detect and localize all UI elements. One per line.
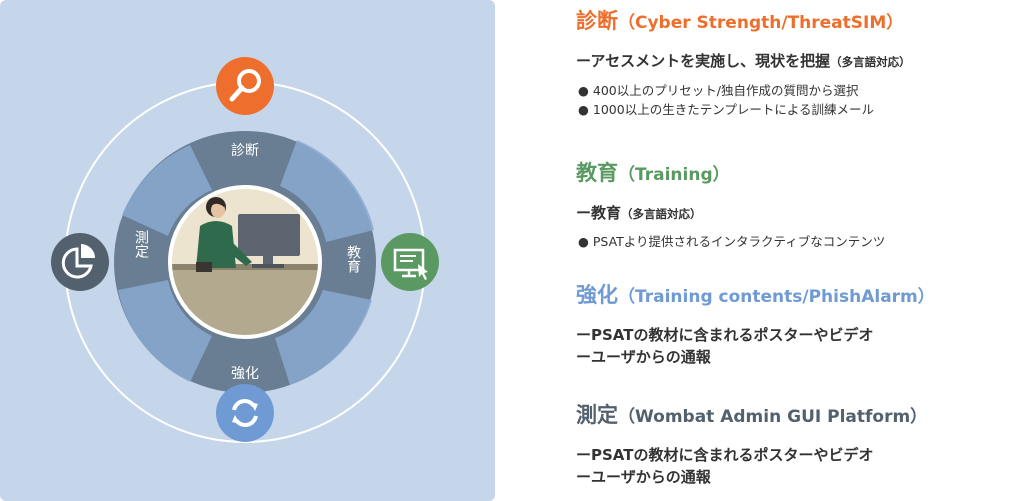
section-reinforcement-subtitle: （Training contents/PhishAlarm） (618, 287, 935, 307)
section-measurement-title: 測定 (576, 403, 618, 427)
cycle-arrow-bottom-left (118, 280, 212, 382)
section-education-subtitle: （Training） (618, 165, 730, 185)
section-education-title: 教育 (576, 161, 618, 185)
monitor-click-icon (381, 233, 439, 291)
section-reinforcement-heading: 強化（Training contents/PhishAlarm） (576, 282, 935, 310)
section-diagnosis-heading: 診断（Cyber Strength/ThreatSIM） (576, 8, 911, 36)
cycle-ring (114, 131, 376, 393)
section-reinforcement: 強化（Training contents/PhishAlarm） ーPSATの教… (576, 282, 935, 368)
section-education-lead-note: （多言語対応） (621, 207, 702, 221)
section-diagnosis-lead-note: （多言語対応） (830, 55, 911, 69)
ring-label-right: 教育 (345, 245, 361, 273)
cycle-arrow-bottom-right (275, 290, 372, 385)
ring-label-left: 測定 (133, 230, 149, 259)
magnifier-icon (216, 57, 274, 115)
section-education: 教育（Training） ー教育（多言語対応） ● PSATより提供されるインタ… (576, 160, 885, 251)
section-diagnosis: 診断（Cyber Strength/ThreatSIM） ーアセスメントを実施し… (576, 8, 911, 119)
section-measurement-subtitle: （Wombat Admin GUI Platform） (618, 407, 928, 427)
section-diagnosis-lead-text: ーアセスメントを実施し、現状を把握 (576, 52, 831, 70)
diagram-panel: 診断 強化 教育 測定 (0, 0, 495, 501)
cycle-arrow-top-left (122, 145, 212, 236)
section-education-bullet: ● PSATより提供されるインタラクティブなコンテンツ (578, 234, 886, 249)
ring-label-top: 診断 (231, 143, 259, 159)
ring-label-bottom: 強化 (231, 366, 259, 382)
section-measurement: 測定（Wombat Admin GUI Platform） ーPSATの教材に含… (576, 402, 927, 488)
person-at-computer-illustration (172, 189, 318, 335)
section-measurement-line: ーPSATの教材に含まれるポスターやビデオ (576, 446, 874, 464)
section-reinforcement-line: ーユーザからの通報 (576, 348, 711, 366)
cycle-arrow-top-right (280, 140, 374, 242)
section-diagnosis-subtitle: （Cyber Strength/ThreatSIM） (618, 13, 904, 33)
section-measurement-line: ーユーザからの通報 (576, 468, 711, 486)
section-reinforcement-title: 強化 (576, 283, 618, 307)
pie-chart-icon (51, 233, 109, 291)
section-diagnosis-title: 診断 (576, 9, 618, 33)
section-reinforcement-line: ーPSATの教材に含まれるポスターやビデオ (576, 326, 874, 344)
section-measurement-heading: 測定（Wombat Admin GUI Platform） (576, 402, 927, 430)
section-education-lead: ー教育（多言語対応） (576, 202, 885, 225)
section-diagnosis-bullet: ● 400以上のプリセット/独自作成の質問から選択 (578, 83, 859, 98)
refresh-icon (216, 384, 274, 442)
section-education-heading: 教育（Training） (576, 160, 885, 188)
section-education-lead-text: ー教育 (576, 204, 622, 222)
cycle-diagram: 診断 強化 教育 測定 (51, 57, 439, 443)
section-diagnosis-bullet: ● 1000以上の生きたテンプレートによる訓練メール (578, 102, 874, 117)
section-diagnosis-lead: ーアセスメントを実施し、現状を把握（多言語対応） (576, 50, 911, 73)
